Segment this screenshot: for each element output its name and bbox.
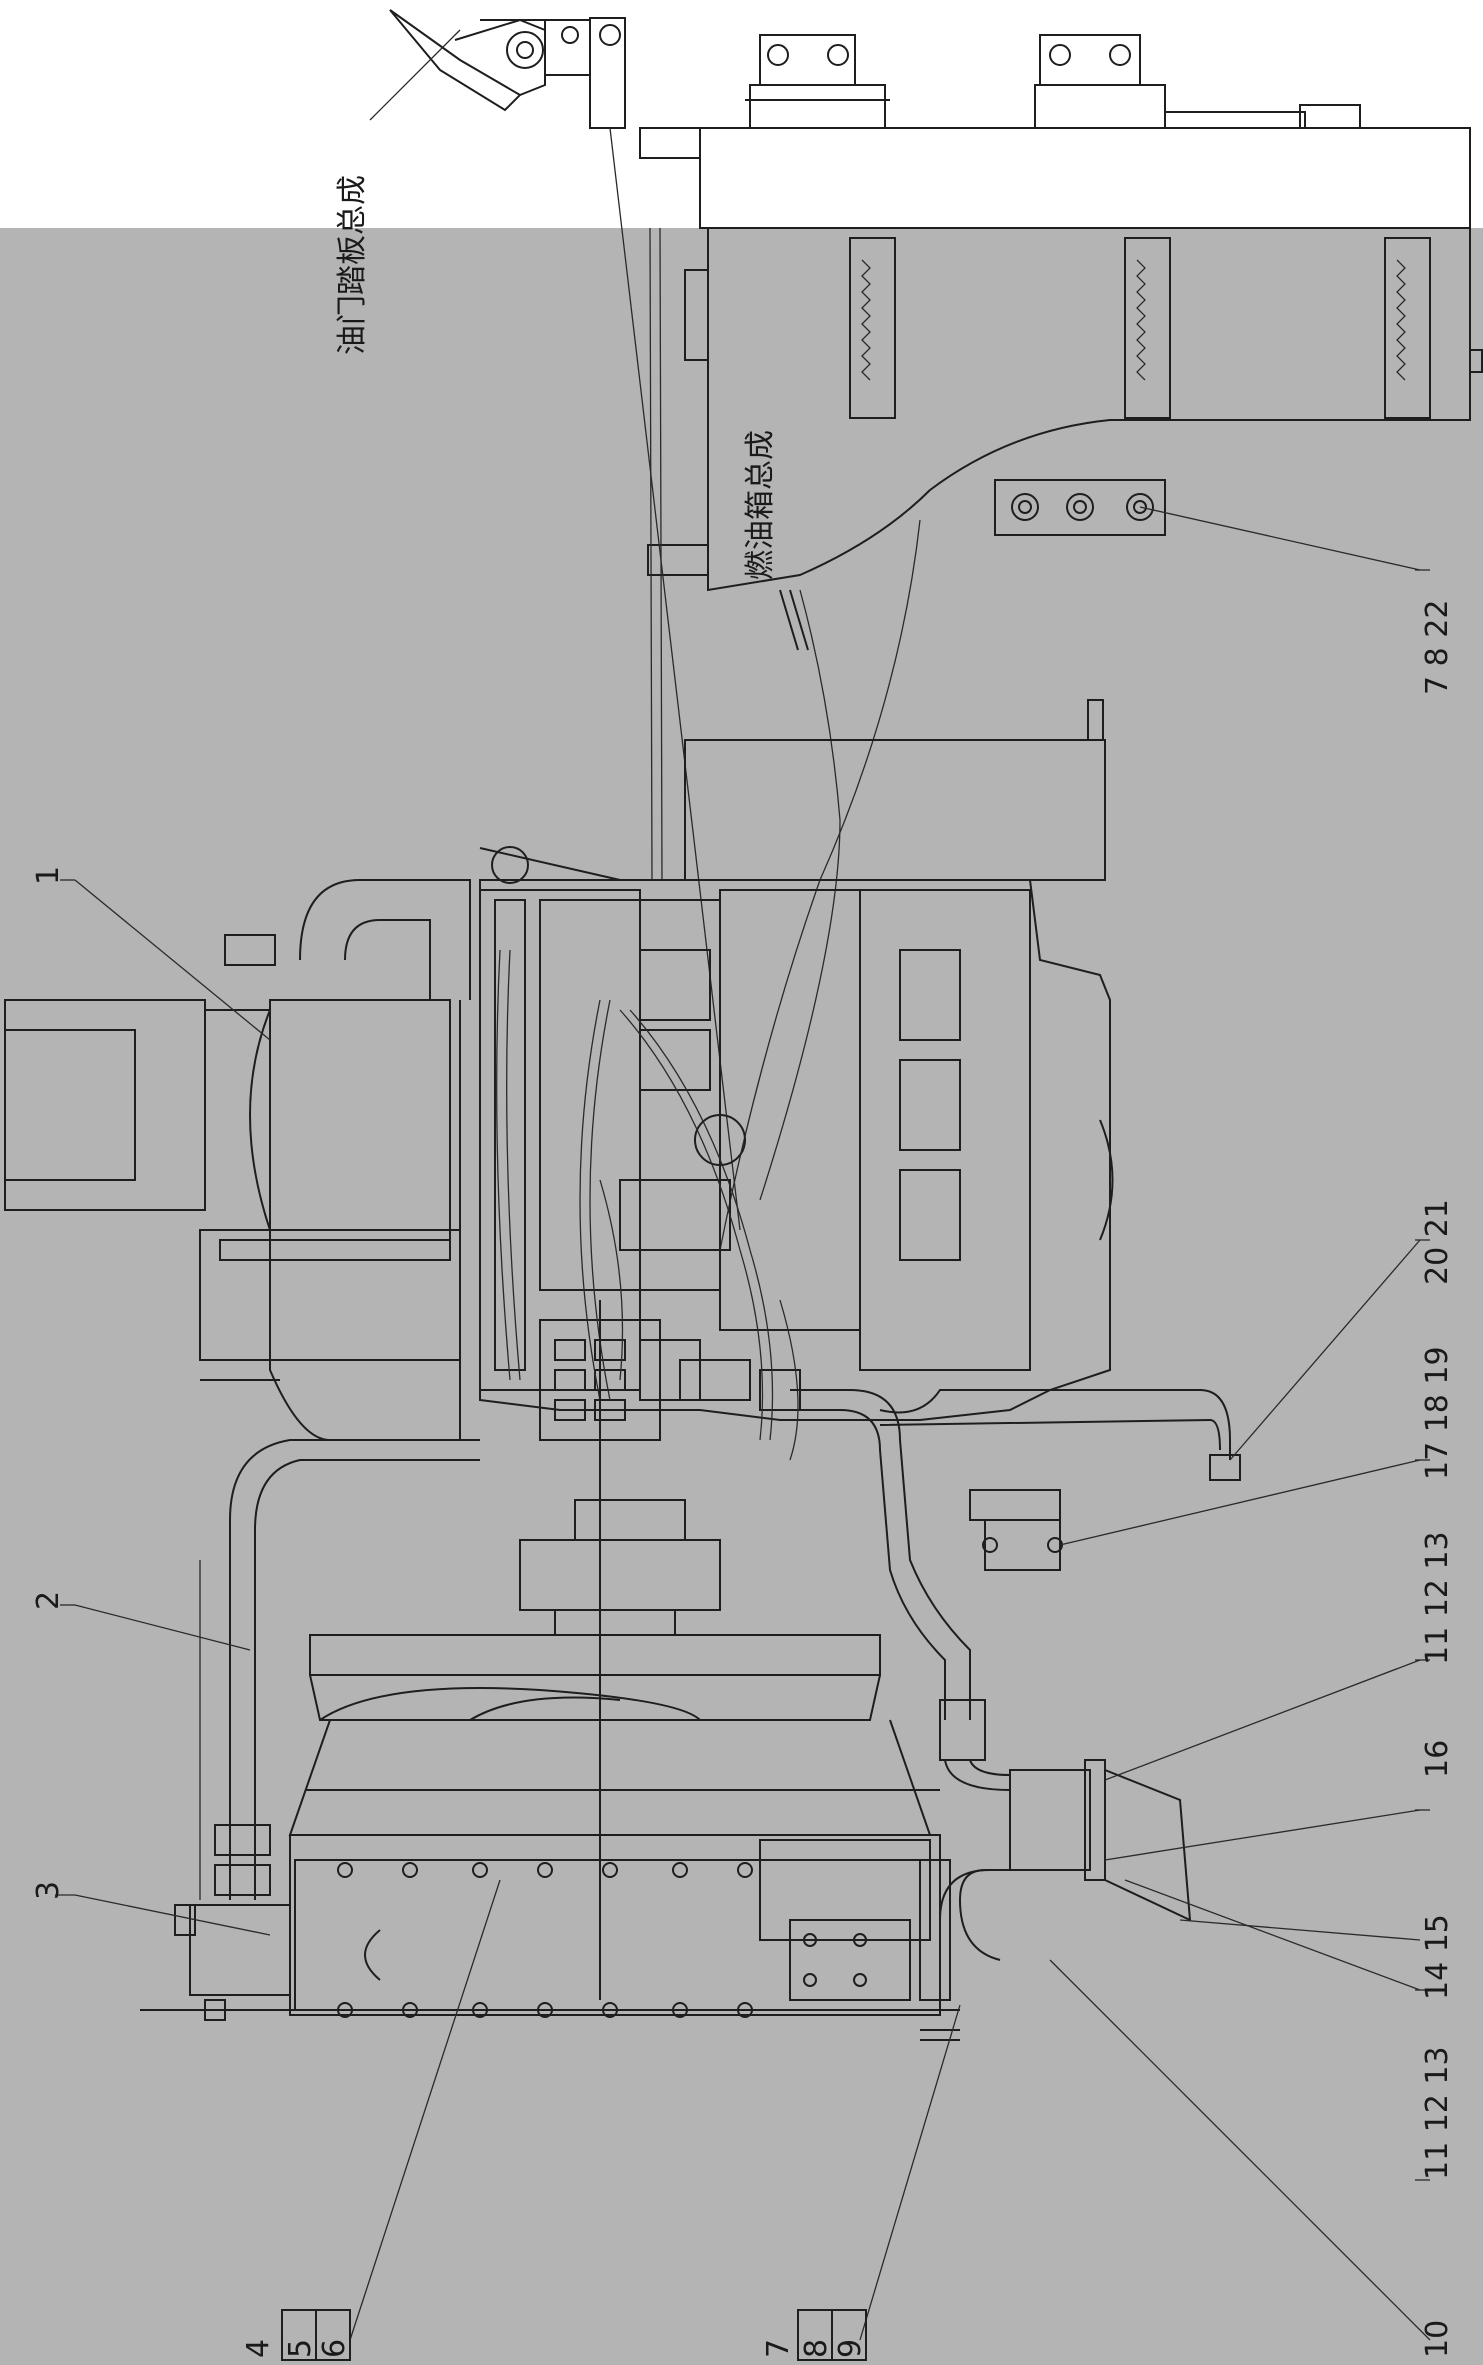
- radiator: [140, 1719, 960, 2041]
- callout-group-14-15: 14 15: [1420, 1914, 1455, 2000]
- throttle-pedal-label: 油门踏板总成: [335, 175, 370, 355]
- engine-block: [479, 699, 1114, 1421]
- callout-6: 6: [317, 2339, 352, 2358]
- exhaust-pipe: [790, 1389, 1241, 1961]
- tank-mount-left: [745, 34, 890, 129]
- fan-assembly: [305, 1300, 940, 2000]
- callout-3: 3: [31, 1881, 66, 1900]
- callout-16: 16: [1420, 1740, 1455, 1778]
- callout-group-11-12-13-bottom: 11 12 13: [1420, 2046, 1455, 2180]
- leader-lines: [55, 29, 1431, 2341]
- injection-pump: [479, 889, 801, 1461]
- callout-10: 10: [1420, 2320, 1455, 2358]
- callout-8: 8: [799, 2339, 834, 2358]
- tank-mount-right: [1034, 34, 1361, 129]
- fuel-tank-label: 燃油箱总成: [743, 430, 778, 580]
- callout-group-11-12-13-top: 11 12 13: [1420, 1531, 1455, 1665]
- callout-group-17-18-19: 17 18 19: [1420, 1346, 1455, 1480]
- callout-group-7-8-22: 7 8 22: [1420, 600, 1455, 695]
- callout-5: 5: [283, 2339, 318, 2358]
- callout-7: 7: [761, 2339, 796, 2358]
- callout-4: 4: [241, 2339, 276, 2358]
- callout-1: 1: [31, 866, 66, 885]
- intake-pipe: [199, 1439, 480, 1900]
- tank-straps: [849, 237, 1431, 419]
- fuel-tank-assembly: [639, 34, 1483, 1251]
- callout-boxes: [281, 2309, 867, 2361]
- throttle-pedal-assembly: [389, 9, 741, 1231]
- air-cleaner: [4, 879, 471, 1441]
- tank-drain-plate: [994, 479, 1166, 536]
- callout-group-20-21: 20 21: [1420, 1199, 1455, 1285]
- callout-9: 9: [833, 2339, 868, 2358]
- callout-2: 2: [31, 1591, 66, 1610]
